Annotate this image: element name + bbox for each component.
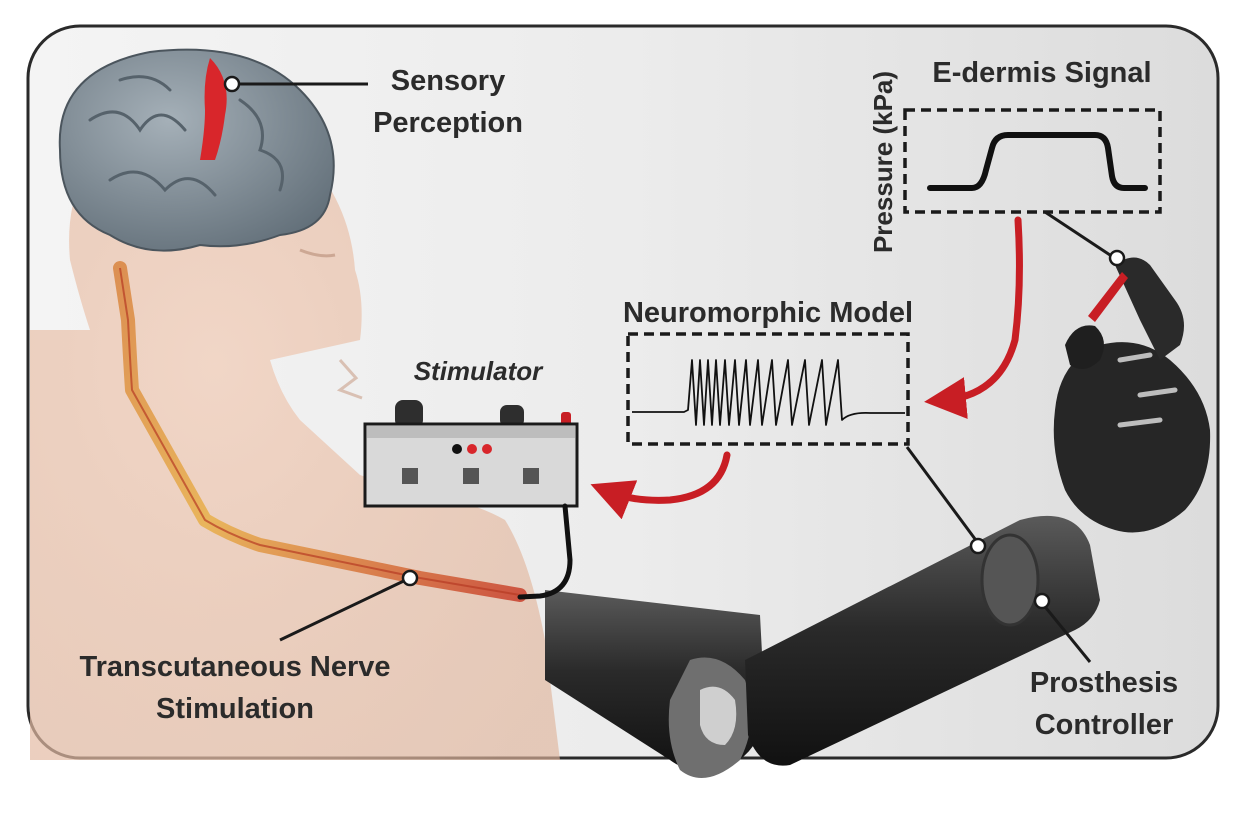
prosthetic-arm: [545, 515, 1100, 778]
arrow-neuromorphic-to-stimulator: [590, 451, 731, 520]
human-figure: [30, 101, 560, 760]
label-sensory-line1: Sensory: [391, 65, 505, 97]
neuromorphic-model-box: [626, 332, 910, 446]
label-edermis-title: E-dermis Signal: [932, 57, 1151, 89]
brain-icon: [58, 48, 335, 252]
label-neuromorphic-title: Neuromorphic Model: [623, 297, 913, 329]
nerve-pathway: [113, 261, 527, 602]
stimulator-device-icon: [363, 400, 579, 600]
label-controller-line2: Controller: [1035, 709, 1174, 741]
prosthetic-hand-icon: [1053, 257, 1211, 533]
fingertip-sensor: [1088, 272, 1128, 322]
edermis-signal-box: [903, 108, 1162, 214]
leader-lines: [232, 82, 1111, 663]
arrow-edermis-to-neuromorphic: [924, 216, 1023, 420]
controller-ring: [980, 533, 1040, 627]
callout-points: [223, 75, 1126, 610]
label-controller-line1: Prosthesis: [1030, 667, 1178, 699]
spike-train-trace: [632, 359, 905, 426]
label-sensory-line2: Perception: [373, 107, 523, 139]
label-nerve-line2: Stimulation: [156, 693, 314, 725]
label-stimulator-title: Stimulator: [414, 356, 544, 386]
label-pressure-axis: Pressure (kPa): [868, 71, 898, 253]
label-nerve-line1: Transcutaneous Nerve: [79, 651, 390, 683]
edermis-signal-trace: [927, 132, 1148, 191]
